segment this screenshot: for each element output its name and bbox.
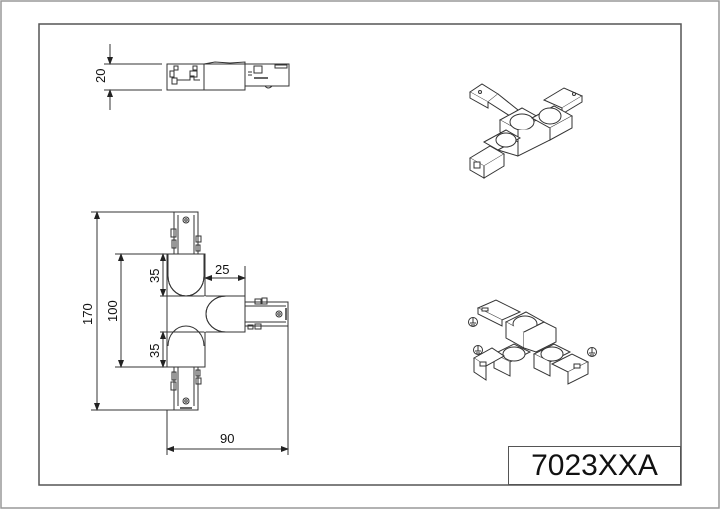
dim-total-length-170: 170 [80,303,95,325]
isometric-view-top [469,83,584,179]
dim-upper-35: 35 [147,269,162,283]
dim-width-90: 90 [220,431,234,446]
isometric-view-bottom [468,299,597,385]
front-view [91,211,289,455]
dim-branch-25: 25 [215,262,229,277]
drawing-frame [38,23,682,486]
dim-lower-35: 35 [147,344,162,358]
side-view [104,44,290,110]
part-number: 7023XXA [531,448,658,482]
title-block: 7023XXA [508,446,681,485]
dim-height-20: 20 [93,69,108,83]
dim-inner-length-100: 100 [105,300,120,322]
